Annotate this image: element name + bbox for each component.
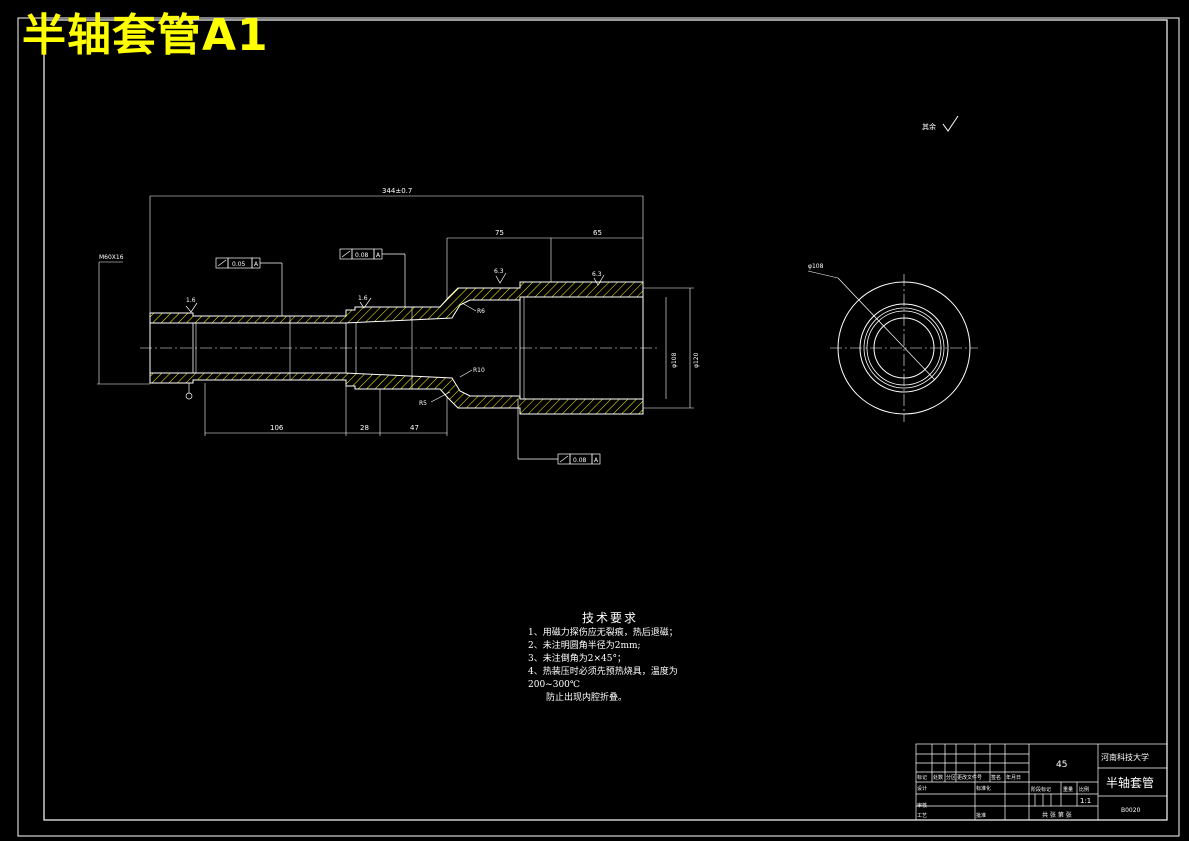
tech-heading: 技术要求	[582, 611, 639, 625]
technical-requirements: 技术要求 1、用磁力探伤应无裂痕，热后退磁； 2、未注明圆角半径为2mm; 3、…	[528, 612, 678, 705]
tech-item: 200~300℃	[528, 680, 580, 690]
inner-border	[43, 19, 1168, 821]
rough-l2: 1.6	[358, 295, 368, 302]
radius-lower: R5	[419, 400, 427, 407]
dim-overall	[149, 195, 644, 313]
tb-scale-label: 比例	[1079, 786, 1089, 793]
end-view	[830, 274, 978, 422]
radius-r10: R10	[473, 367, 485, 374]
overlay-title: 半轴套管A1	[22, 10, 269, 61]
tb-row-date: 年月日	[1006, 774, 1021, 781]
roughness-note: 其余	[922, 122, 936, 131]
dim-top-segments	[446, 237, 643, 300]
outer-border	[17, 17, 1180, 837]
tol-3: 0.08	[573, 457, 587, 464]
title-block	[915, 743, 1168, 821]
tb-design: 设计	[917, 785, 927, 792]
tol-2: 0.08	[355, 252, 369, 259]
upper-wall	[149, 281, 644, 324]
thread-label: M60X16	[99, 254, 124, 261]
tb-approve: 批准	[976, 812, 986, 819]
dim-overall-text: 344±0.7	[382, 187, 412, 195]
tech-item: 2、未注明圆角半径为2mm;	[528, 641, 641, 651]
tolerance-frame-3	[517, 399, 601, 465]
diameter-dims	[195, 287, 694, 409]
tb-standard: 标准化	[976, 785, 991, 792]
dim-28: 28	[360, 424, 369, 432]
side-view	[140, 281, 660, 415]
tb-drawing-no: B0020	[1121, 807, 1141, 814]
tb-process: 工艺	[917, 813, 927, 819]
tb-row-mark: 标记	[917, 774, 927, 781]
tb-row-count: 处数	[933, 774, 943, 781]
diam-right: φ108	[671, 352, 678, 368]
dim-47: 47	[410, 424, 419, 432]
dim-75: 75	[495, 229, 504, 237]
rough-r1: 6.3	[494, 268, 504, 275]
lower-wall	[149, 372, 644, 415]
tb-row-sign: 签名	[991, 774, 1001, 781]
tb-material: 45	[1056, 760, 1067, 770]
tb-row-zone: 分区	[946, 774, 956, 781]
tol-2-datum: A	[376, 252, 381, 259]
tb-scale: 1:1	[1080, 797, 1091, 805]
tb-sheets: 共 张 第 张	[1042, 811, 1072, 819]
radius-upper: R6	[477, 308, 485, 315]
rough-r2: 6.3	[592, 271, 602, 278]
tech-item: 3、未注倒角为2×45°；	[528, 654, 626, 664]
tolerance-frame-2	[339, 248, 406, 307]
roughness-symbol	[942, 115, 959, 132]
dim-bottom-segments	[204, 383, 448, 436]
tech-item: 4、热装压时必须先预热烧具，温度为	[528, 667, 678, 677]
tolerance-frame-1	[215, 257, 283, 316]
diam-flange: φ120	[693, 352, 700, 368]
tb-part-name: 半轴套管	[1106, 775, 1154, 790]
tol-1-datum: A	[254, 261, 259, 268]
tb-row-change: 更改文件号	[957, 774, 982, 781]
dim-65: 65	[593, 229, 602, 237]
tb-weight: 重量	[1063, 786, 1073, 793]
tech-item: 防止出现内腔折叠。	[546, 693, 628, 703]
tol-3-datum: A	[594, 457, 599, 464]
rough-l1: 1.6	[186, 297, 196, 304]
tb-review: 审核	[917, 802, 927, 809]
dim-106: 106	[270, 424, 284, 432]
tb-school: 河南科技大学	[1101, 752, 1149, 762]
tech-item: 1、用磁力探伤应无裂痕，热后退磁；	[528, 628, 678, 638]
tb-stage: 阶段标记	[1031, 786, 1051, 793]
datum-symbol	[185, 392, 193, 400]
end-view-diameter: φ108	[808, 263, 824, 270]
tol-1: 0.05	[232, 261, 246, 268]
